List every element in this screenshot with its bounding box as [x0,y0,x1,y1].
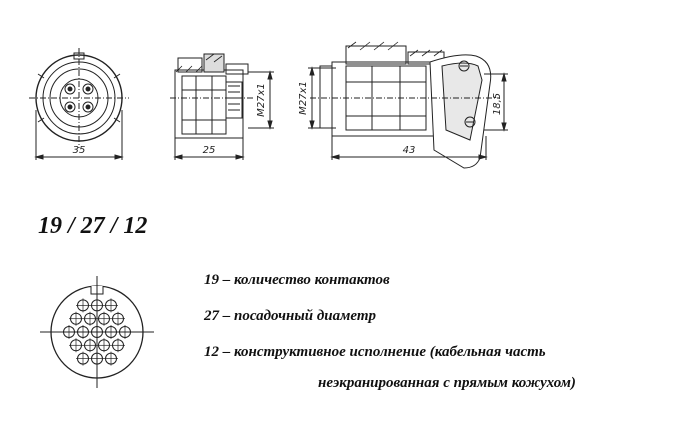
legend-line-1: 19 – количество контактов [204,272,390,288]
dim-cable-thread: M27x1 [298,81,309,115]
legend-line-4: неэкранированная с прямым кожухом) [318,375,576,391]
front-view [29,48,129,160]
side-view [170,53,274,160]
cable-view [308,41,508,169]
dim-side-length: 25 [203,145,216,156]
dim-front-diameter: 35 [73,145,86,156]
contact-layout-view [40,276,154,388]
designation-code: 19 / 27 / 12 [38,213,148,239]
dim-cable-height: 18,5 [492,93,503,115]
dim-side-thread: M27x1 [256,83,267,117]
legend-line-2: 27 – посадочный диаметр [204,308,377,324]
dim-cable-length: 43 [403,145,416,156]
legend-line-3: 12 – конструктивное исполнение (кабельна… [204,344,546,360]
